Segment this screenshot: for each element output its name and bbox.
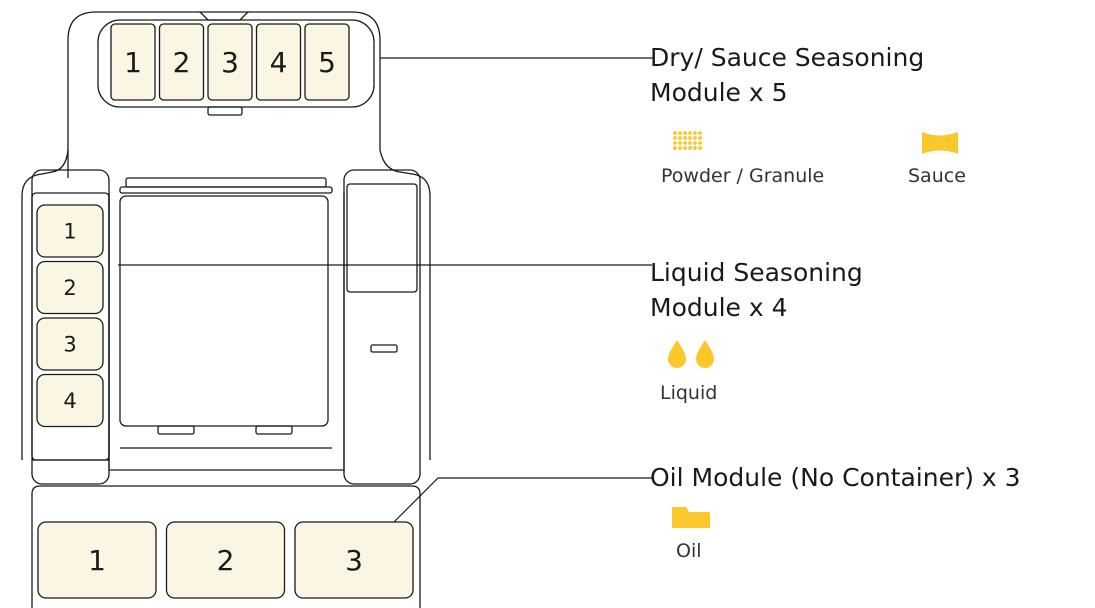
center-top-bar-inner	[119, 186, 333, 194]
liquid-callout: Liquid Seasoning Module x 4	[650, 255, 863, 325]
liquid-slot-2	[36, 260, 104, 315]
liquid-callout-line1: Liquid Seasoning	[650, 258, 863, 287]
dry-sauce-slot-label: 2	[173, 46, 191, 79]
dry-sauce-slot-label: 3	[221, 46, 239, 79]
top-housing-left-shoulder	[21, 149, 69, 460]
liquid-slot-label: 4	[63, 389, 76, 413]
dry-sauce-slot-5	[304, 23, 350, 101]
liquid-slot-4	[36, 373, 104, 428]
powder-dots-icon	[673, 131, 702, 150]
oil-base-housing	[31, 485, 421, 608]
top-notch	[199, 11, 249, 21]
display-screen	[346, 183, 418, 293]
powder-legend-label: Powder / Granule	[661, 165, 825, 187]
oil-callout-line1: Oil Module (No Container) x 3	[650, 463, 1021, 492]
center-top-bar	[125, 177, 327, 188]
liquid-slot-label: 1	[63, 220, 76, 244]
dry-sauce-slot-4	[255, 23, 302, 101]
liquid-drops-icon	[668, 340, 714, 368]
right-panel-outer	[343, 169, 421, 485]
oil-slot-1	[37, 521, 157, 599]
oil-slot-3	[294, 521, 414, 599]
dry-sauce-callout: Dry/ Sauce Seasoning Module x 5	[650, 40, 924, 110]
liquid-slot-label: 2	[63, 276, 76, 300]
center-chamber	[108, 193, 345, 471]
panel-slot	[370, 344, 398, 353]
liquid-legend-label: Liquid	[660, 382, 718, 404]
sauce-block-icon	[922, 132, 958, 154]
liquid-slot-1	[36, 204, 104, 258]
oil-slot-label: 1	[88, 544, 106, 577]
dry-sauce-slot-1	[110, 23, 156, 101]
bottom-notch	[207, 106, 243, 116]
sauce-legend-label: Sauce	[908, 165, 966, 187]
liquid-slot-label: 3	[63, 333, 76, 357]
oil-legend-label: Oil	[676, 540, 702, 562]
dry-sauce-slot-2	[158, 23, 205, 101]
leader-line-oil	[393, 477, 652, 523]
oil-slots: 1 2 3	[37, 521, 414, 599]
pot-foot-right	[255, 425, 293, 435]
dry-sauce-slot-label: 1	[124, 46, 142, 79]
liquid-callout-line2: Module x 4	[650, 293, 788, 322]
oil-slot-2	[165, 521, 286, 599]
pot-window	[119, 195, 329, 427]
dry-sauce-callout-line2: Module x 5	[650, 78, 788, 107]
dry-sauce-slot-3	[207, 23, 253, 101]
dry-sauce-slot-label: 4	[270, 46, 288, 79]
liquid-slot-3	[36, 317, 104, 371]
dry-sauce-callout-line1: Dry/ Sauce Seasoning	[650, 43, 925, 72]
liquid-slots: 1 2 3 4	[36, 204, 104, 428]
pot-foot-left	[157, 425, 195, 435]
top-housing-outline	[67, 11, 431, 460]
oil-callout: Oil Module (No Container) x 3	[650, 460, 1021, 495]
oil-folder-icon	[672, 507, 710, 528]
oil-slot-label: 3	[345, 544, 363, 577]
oil-slot-label: 2	[217, 544, 235, 577]
dry-sauce-slot-label: 5	[318, 46, 336, 79]
